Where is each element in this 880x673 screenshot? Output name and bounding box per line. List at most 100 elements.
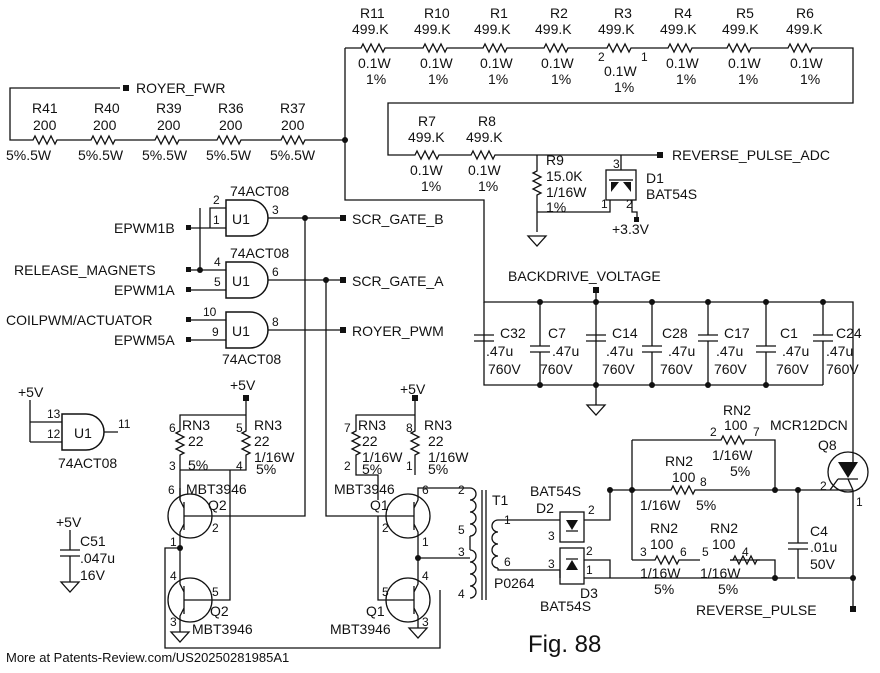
svg-text:SCR_GATE_B: SCR_GATE_B	[352, 211, 444, 227]
svg-text:T1: T1	[492, 492, 509, 508]
svg-text:RN2: RN2	[665, 453, 693, 469]
svg-text:C24: C24	[836, 325, 862, 341]
svg-text:1%: 1%	[428, 71, 448, 87]
svg-text:.47u: .47u	[606, 343, 633, 359]
svg-text:R41: R41	[32, 100, 58, 116]
capacitor-c17: C17 .47u 760V	[698, 299, 750, 388]
svg-text:2: 2	[586, 544, 593, 558]
svg-text:COILPWM/ACTUATOR: COILPWM/ACTUATOR	[6, 312, 153, 328]
transistor-q2-upper: 6 2 1 MBT3946 Q2	[167, 481, 247, 549]
svg-text:Q1: Q1	[370, 497, 389, 513]
svg-text:3: 3	[272, 203, 279, 217]
svg-text:5%: 5%	[718, 581, 738, 597]
svg-text:EPWM5A: EPWM5A	[114, 332, 175, 348]
svg-text:5: 5	[212, 585, 219, 599]
svg-text:3: 3	[548, 529, 555, 543]
svg-text:ROYER_FWR: ROYER_FWR	[136, 80, 225, 96]
footer-source: More at Patents-Review.com/US20250281985…	[6, 650, 289, 665]
and-gate-u1-4: 13 12 11 U1 74ACT08 +5V	[18, 384, 131, 471]
svg-text:0.1W: 0.1W	[410, 162, 443, 178]
svg-text:8: 8	[700, 475, 707, 489]
svg-text:RN3: RN3	[358, 417, 386, 433]
svg-text:R6: R6	[796, 5, 814, 21]
svg-text:1: 1	[504, 513, 511, 527]
svg-text:5: 5	[236, 421, 243, 435]
svg-text:C32: C32	[500, 325, 526, 341]
svg-text:1%: 1%	[551, 71, 571, 87]
svg-text:760V: 760V	[488, 361, 521, 377]
svg-text:760V: 760V	[660, 361, 693, 377]
svg-text:6: 6	[169, 421, 176, 435]
svg-text:15.0K: 15.0K	[546, 168, 583, 184]
capacitor-c7: C7 .47u 760V	[530, 299, 579, 388]
svg-text:1: 1	[641, 50, 648, 64]
svg-text:22: 22	[188, 433, 204, 449]
svg-text:EPWM1A: EPWM1A	[114, 282, 175, 298]
svg-text:200: 200	[157, 117, 181, 133]
svg-text:2: 2	[626, 197, 633, 211]
svg-text:499.K: 499.K	[466, 129, 503, 145]
svg-text:1%: 1%	[614, 79, 634, 95]
svg-text:R36: R36	[218, 100, 244, 116]
svg-text:C17: C17	[724, 325, 750, 341]
svg-text:6: 6	[504, 555, 511, 569]
resistor-network-rn2: RN2 2 100 7 1/16W 5% RN2 100 8 1/16W 5% …	[607, 402, 853, 597]
svg-text:C14: C14	[612, 325, 638, 341]
svg-text:U1: U1	[232, 273, 250, 289]
svg-text:RN3: RN3	[182, 417, 210, 433]
svg-text:499.K: 499.K	[408, 129, 445, 145]
svg-text:1/16W: 1/16W	[428, 449, 469, 465]
svg-text:5%.5W: 5%.5W	[270, 147, 316, 163]
svg-text:R11: R11	[360, 5, 385, 21]
svg-text:2: 2	[382, 521, 389, 535]
svg-text:C28: C28	[662, 325, 688, 341]
svg-text:3: 3	[422, 615, 429, 629]
svg-text:1%: 1%	[546, 199, 566, 215]
svg-text:74ACT08: 74ACT08	[222, 351, 281, 367]
svg-text:Q2: Q2	[210, 603, 229, 619]
resistor-r9: R9 15.0K 1/16W 1%	[527, 152, 638, 247]
svg-text:1/16W: 1/16W	[362, 449, 403, 465]
svg-text:3: 3	[613, 157, 620, 171]
svg-text:5%.5W: 5%.5W	[6, 147, 52, 163]
svg-text:2: 2	[598, 50, 605, 64]
svg-text:5%: 5%	[188, 457, 208, 473]
gate-input-labels: EPWM1B RELEASE_MAGNETS EPWM1A COILPWM/AC…	[6, 220, 191, 348]
svg-text:0.1W: 0.1W	[541, 55, 574, 71]
svg-text:RELEASE_MAGNETS: RELEASE_MAGNETS	[14, 262, 156, 278]
svg-text:Q1: Q1	[366, 603, 385, 619]
svg-text:ROYER_PWM: ROYER_PWM	[352, 323, 444, 339]
svg-text:760V: 760V	[714, 361, 747, 377]
capacitor-c51: +5V C51 .047u 16V	[56, 514, 115, 593]
svg-text:R2: R2	[550, 5, 568, 21]
svg-text:0.1W: 0.1W	[420, 55, 453, 71]
svg-text:100: 100	[724, 417, 748, 433]
svg-text:6: 6	[272, 265, 279, 279]
resistor-r11: R11 499.K 0.1W 1%	[352, 5, 391, 87]
svg-text:499.K: 499.K	[535, 21, 572, 37]
svg-text:4: 4	[170, 569, 177, 583]
svg-text:5%: 5%	[654, 581, 674, 597]
svg-text:5: 5	[382, 585, 389, 599]
svg-text:1%: 1%	[800, 71, 820, 87]
resistor-r36: R36 200 5%.5W	[206, 100, 252, 163]
resistor-r39: R39 200 5%.5W	[142, 100, 188, 163]
resistor-r41: R41 200 5%.5W	[6, 100, 58, 163]
svg-text:+5V: +5V	[230, 377, 256, 393]
svg-text:1%: 1%	[488, 71, 508, 87]
capacitor-c14: C14 .47u 760V	[586, 299, 638, 388]
svg-text:9: 9	[212, 325, 219, 339]
svg-text:MBT3946: MBT3946	[330, 621, 391, 637]
transistor-q2-lower: 4 5 3 Q2 MBT3946	[164, 516, 441, 649]
svg-text:760V: 760V	[602, 361, 635, 377]
svg-text:R39: R39	[156, 100, 182, 116]
svg-text:Q2: Q2	[208, 497, 227, 513]
svg-text:+5V: +5V	[56, 514, 82, 530]
capacitor-c24: C24 .47u 760V	[813, 299, 862, 385]
resistor-r37: R37 200 5%.5W	[270, 100, 316, 163]
svg-text:5%: 5%	[428, 461, 448, 477]
svg-text:200: 200	[281, 117, 305, 133]
svg-text:5: 5	[214, 275, 221, 289]
svg-text:74ACT08: 74ACT08	[230, 183, 289, 199]
svg-text:1: 1	[170, 535, 177, 549]
